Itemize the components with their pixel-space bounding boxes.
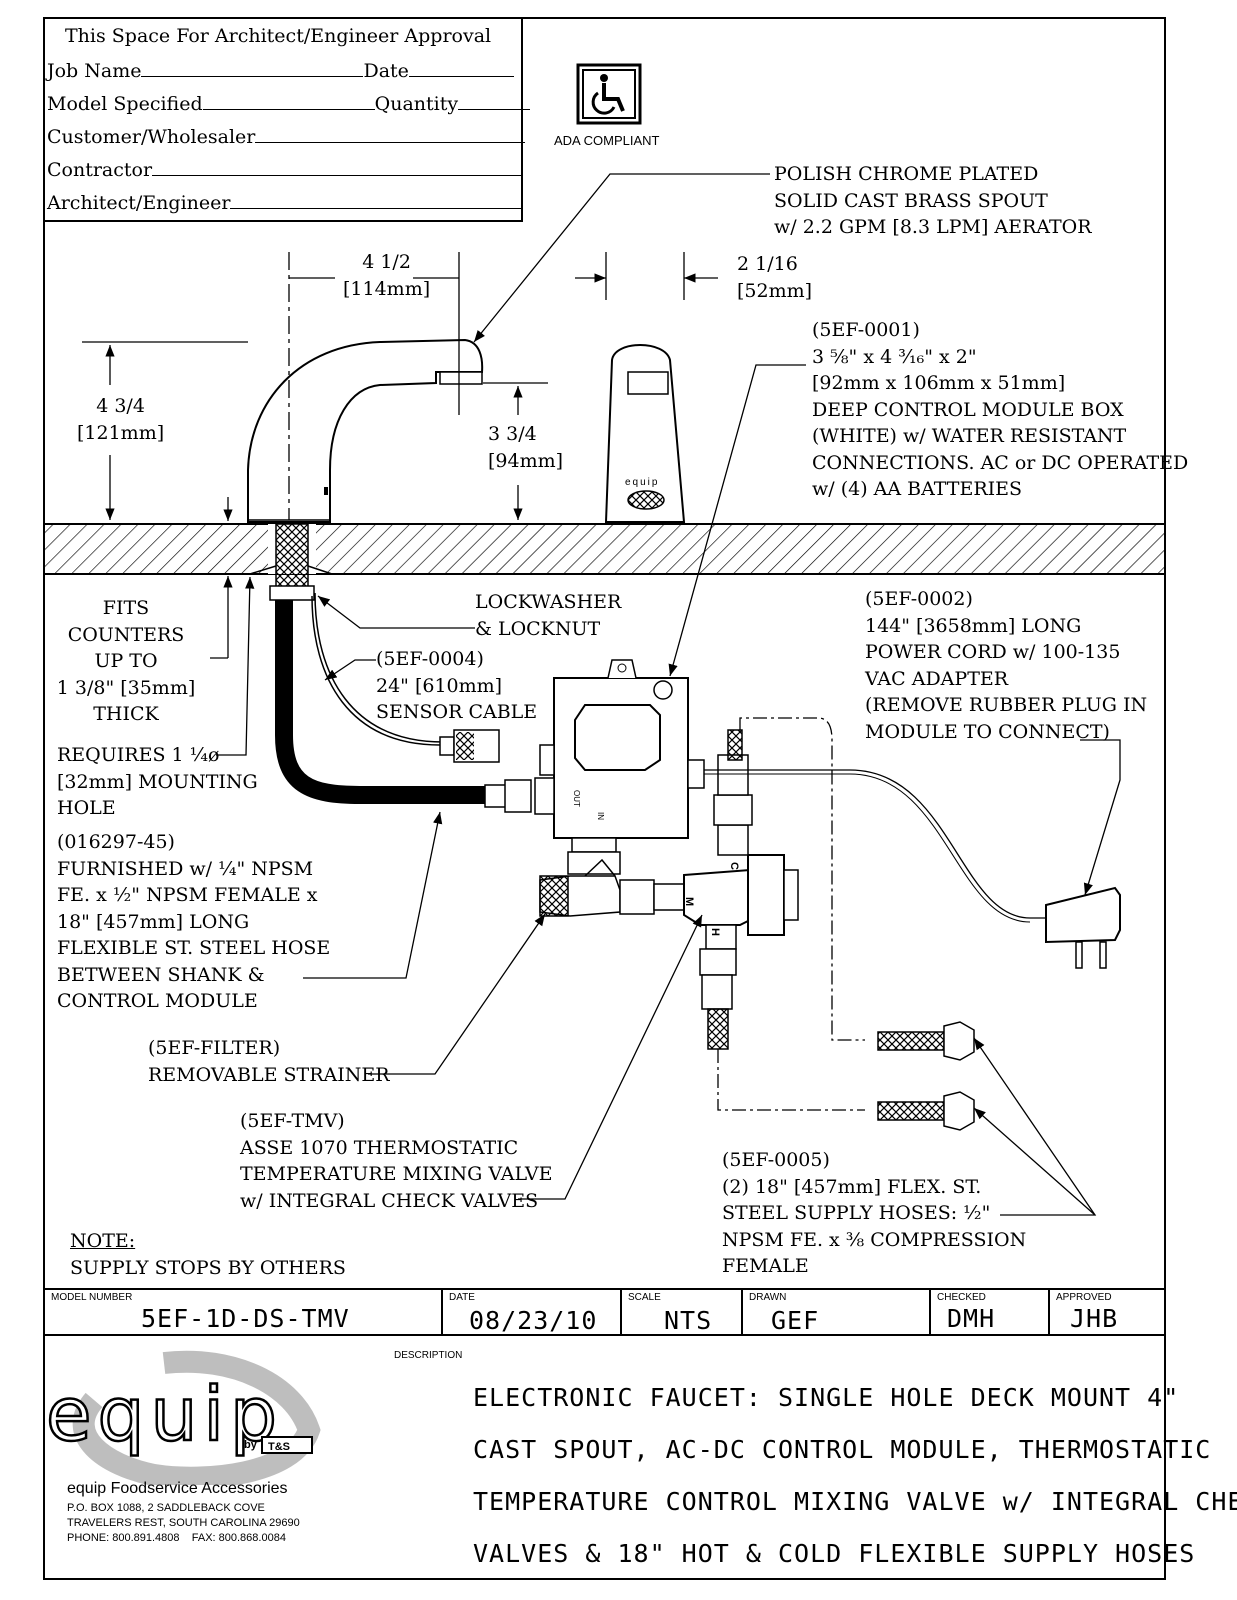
sensor-cable <box>311 595 455 746</box>
approval-box: This Space For Architect/Engineer Approv… <box>43 17 531 222</box>
dim-2-1-16: 2 1/16[52mm] <box>737 253 813 302</box>
date-value: 08/23/10 <box>469 1306 598 1335</box>
model-number-cell: MODEL NUMBER 5EF-1D-DS-TMV <box>43 1288 443 1336</box>
lockwasher-callout: LOCKWASHER& LOCKNUT <box>475 591 622 640</box>
dim-4-3-4: 4 3/4[121mm] <box>77 395 165 444</box>
company-name: equip Foodservice Accessories <box>67 1480 288 1497</box>
countertop <box>43 523 1166 575</box>
power-adapter <box>1045 886 1121 944</box>
module-in-label: IN <box>596 812 605 820</box>
company-address-2: TRAVELERS REST, SOUTH CAROLINA 29690 <box>67 1517 300 1529</box>
scale-cell: SCALE NTS <box>620 1288 743 1336</box>
dim-4-1-2: 4 1/2[114mm] <box>343 251 431 300</box>
module-out-label: OUT <box>572 790 581 807</box>
logo-by: by <box>244 1439 258 1451</box>
logo-ts: T&S <box>268 1441 290 1453</box>
date-cell: DATE 08/23/10 <box>441 1288 622 1336</box>
approved-cell: APPROVED JHB <box>1048 1288 1166 1336</box>
description-text: ELECTRONIC FAUCET: SINGLE HOLE DECK MOUN… <box>473 1383 1237 1568</box>
architect-field[interactable]: Architect/Engineer <box>47 190 523 214</box>
faucet-spout <box>247 338 484 523</box>
company-address-1: P.O. BOX 1088, 2 SADDLEBACK COVE <box>67 1502 265 1514</box>
supply-hose-hot <box>877 1101 945 1121</box>
sensor-callout: (5EF-0004)24" [610mm]SENSOR CABLE <box>376 648 538 723</box>
logo-wordmark: equip <box>46 1372 283 1458</box>
checked-value: DMH <box>947 1304 996 1333</box>
checked-cell: CHECKED DMH <box>929 1288 1050 1336</box>
drawn-cell: DRAWN GEF <box>741 1288 931 1336</box>
dim-3-3-4: 3 3/4[94mm] <box>488 423 564 472</box>
company-phone: PHONE: 800.891.4808 FAX: 800.868.0084 <box>67 1532 286 1544</box>
approval-title: This Space For Architect/Engineer Approv… <box>65 25 492 47</box>
faucet-brand-label: equip <box>625 477 659 488</box>
description-label: DESCRIPTION <box>394 1350 463 1361</box>
customer-field[interactable]: Customer/Wholesaler <box>47 124 526 148</box>
supply-hose-cold <box>877 1031 945 1051</box>
supply-callout: (5EF-0005)(2) 18" [457mm] FLEX. ST.STEEL… <box>722 1149 1027 1277</box>
ada-wheelchair-icon <box>576 63 642 125</box>
model-number-value: 5EF-1D-DS-TMV <box>141 1304 350 1333</box>
module-callout: (5EF-0001)3 ⅝" x 4 ³⁄₁₆" x 2"[92mm x 106… <box>812 319 1189 500</box>
valve-h-label: H <box>709 928 721 936</box>
shank <box>275 523 309 595</box>
contractor-field[interactable]: Contractor <box>47 157 523 181</box>
valve-m-label: M <box>683 897 695 906</box>
note-text: SUPPLY STOPS BY OTHERS <box>70 1256 346 1279</box>
ada-label: ADA COMPLIANT <box>554 133 660 148</box>
filter-callout: (5EF-FILTER)REMOVABLE STRAINER <box>148 1037 390 1086</box>
scale-value: NTS <box>664 1306 713 1335</box>
valve-c-label: C <box>728 862 740 870</box>
note-title: NOTE: <box>70 1230 136 1252</box>
drawing-frame <box>43 17 1166 1580</box>
equip-logo: equip by T&S <box>45 1350 321 1485</box>
note-block: NOTE: SUPPLY STOPS BY OTHERS <box>70 1228 346 1281</box>
power-cord <box>704 769 1045 919</box>
drawn-value: GEF <box>771 1306 820 1335</box>
approved-value: JHB <box>1070 1304 1119 1333</box>
